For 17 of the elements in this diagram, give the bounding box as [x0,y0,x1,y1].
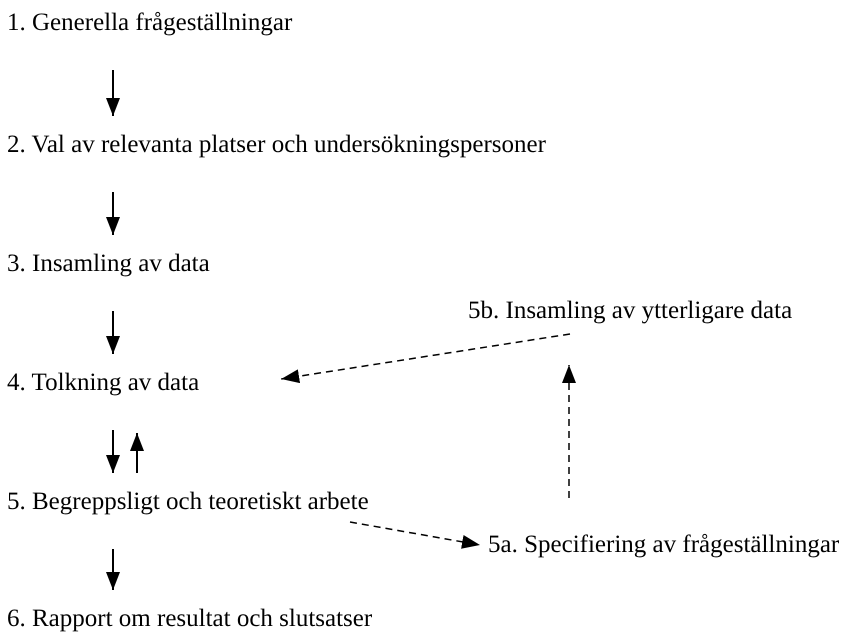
arrow [106,311,120,354]
arrow [130,433,144,473]
arrow [106,192,120,235]
step-text: 5a. Specifiering av frågeställningar [488,531,840,559]
step-text: 3. Insamling av data [7,250,210,278]
step-text: 1. Generella frågeställningar [7,9,292,37]
arrow [106,70,120,116]
dashed-arrow [350,521,480,549]
dashed-arrow [562,365,576,498]
dashed-arrow [281,333,570,384]
step-text: 2. Val av relevanta platser och undersökningspersoner [7,131,546,159]
step-text: 4. Tolkning av data [7,369,200,397]
arrow [106,430,120,473]
step-text: 6. Rapport om resultat och slutsatser [7,605,372,633]
arrow [106,549,120,590]
step-text: 5. Begreppsligt och teoretiskt arbete [7,488,369,516]
step-text: 5b. Insamling av ytterligare data [468,297,792,325]
